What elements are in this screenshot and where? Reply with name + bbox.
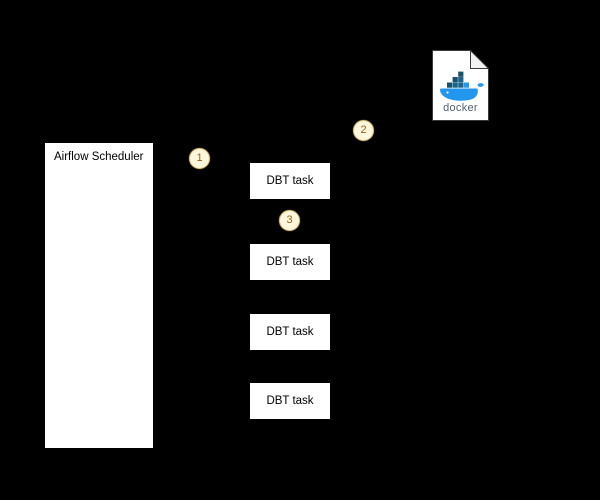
dbt-task-node-2[interactable]: DBT task — [250, 244, 330, 280]
annotation-badge-3[interactable]: 3 — [279, 210, 300, 231]
annotation-badge-2[interactable]: 2 — [353, 120, 374, 141]
airflow-scheduler-label: Airflow Scheduler — [54, 151, 144, 163]
dbt-task-node-1[interactable]: DBT task — [250, 163, 330, 199]
airflow-scheduler-box[interactable]: Airflow Scheduler — [45, 143, 153, 448]
docker-wordmark: docker — [443, 102, 478, 114]
docker-whale-icon — [440, 71, 484, 101]
dbt-task-node-4[interactable]: DBT task — [250, 383, 330, 419]
annotation-badge-1[interactable]: 1 — [189, 148, 210, 169]
annotation-badge-2-number: 2 — [360, 124, 367, 136]
annotation-badge-1-number: 1 — [196, 152, 203, 164]
dbt-task-label-1: DBT task — [266, 175, 314, 187]
dbt-task-label-4: DBT task — [266, 395, 314, 407]
docker-file-icon[interactable]: docker — [432, 50, 489, 121]
docker-file-fold — [470, 50, 489, 69]
dbt-task-node-3[interactable]: DBT task — [250, 314, 330, 350]
dbt-task-label-3: DBT task — [266, 326, 314, 338]
annotation-badge-3-number: 3 — [286, 214, 293, 226]
dbt-task-label-2: DBT task — [266, 256, 314, 268]
